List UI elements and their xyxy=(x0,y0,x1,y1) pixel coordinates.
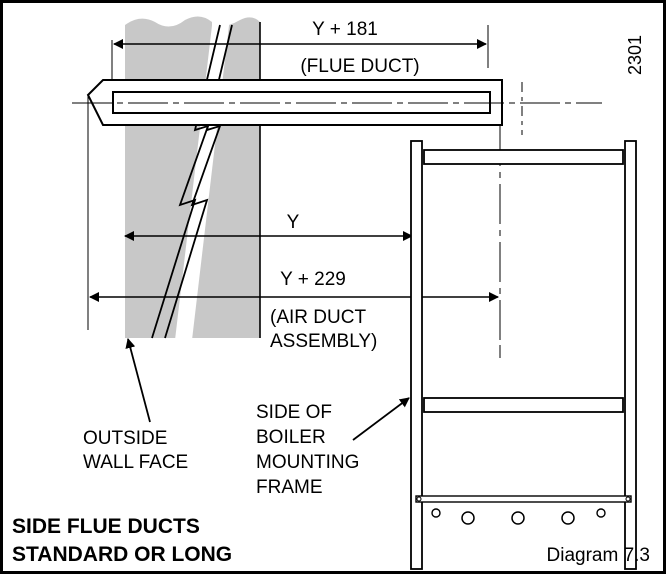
wall-face-leader-arrow xyxy=(125,338,151,423)
frame-label-line-4: FRAME xyxy=(256,477,323,498)
title-line-1: SIDE FLUE DUCTS xyxy=(12,515,200,538)
dim-air-sub-2: ASSEMBLY) xyxy=(270,331,377,352)
title-line-2: STANDARD OR LONG xyxy=(12,543,232,566)
dim-air-sub-1: (AIR DUCT xyxy=(270,307,366,328)
boiler-mounting-frame xyxy=(410,140,637,570)
dim-flue-label: Y + 181 xyxy=(312,19,378,40)
frame-side-leader-arrow xyxy=(352,397,410,441)
frame-label-line-1: SIDE OF xyxy=(256,402,332,423)
wall-section xyxy=(125,16,261,339)
dim-flue-sub: (FLUE DUCT) xyxy=(300,56,419,77)
wall-label-line-1: OUTSIDE xyxy=(83,428,167,449)
diagram-caption: Diagram 7.3 xyxy=(547,545,651,566)
dim-y-label: Y xyxy=(287,212,300,233)
wall-label-line-2: WALL FACE xyxy=(83,452,188,473)
frame-label-line-2: BOILER xyxy=(256,427,326,448)
frame-label-line-3: MOUNTING xyxy=(256,452,359,473)
diagram-code: 2301 xyxy=(625,35,645,75)
dim-air-label: Y + 229 xyxy=(280,269,346,290)
